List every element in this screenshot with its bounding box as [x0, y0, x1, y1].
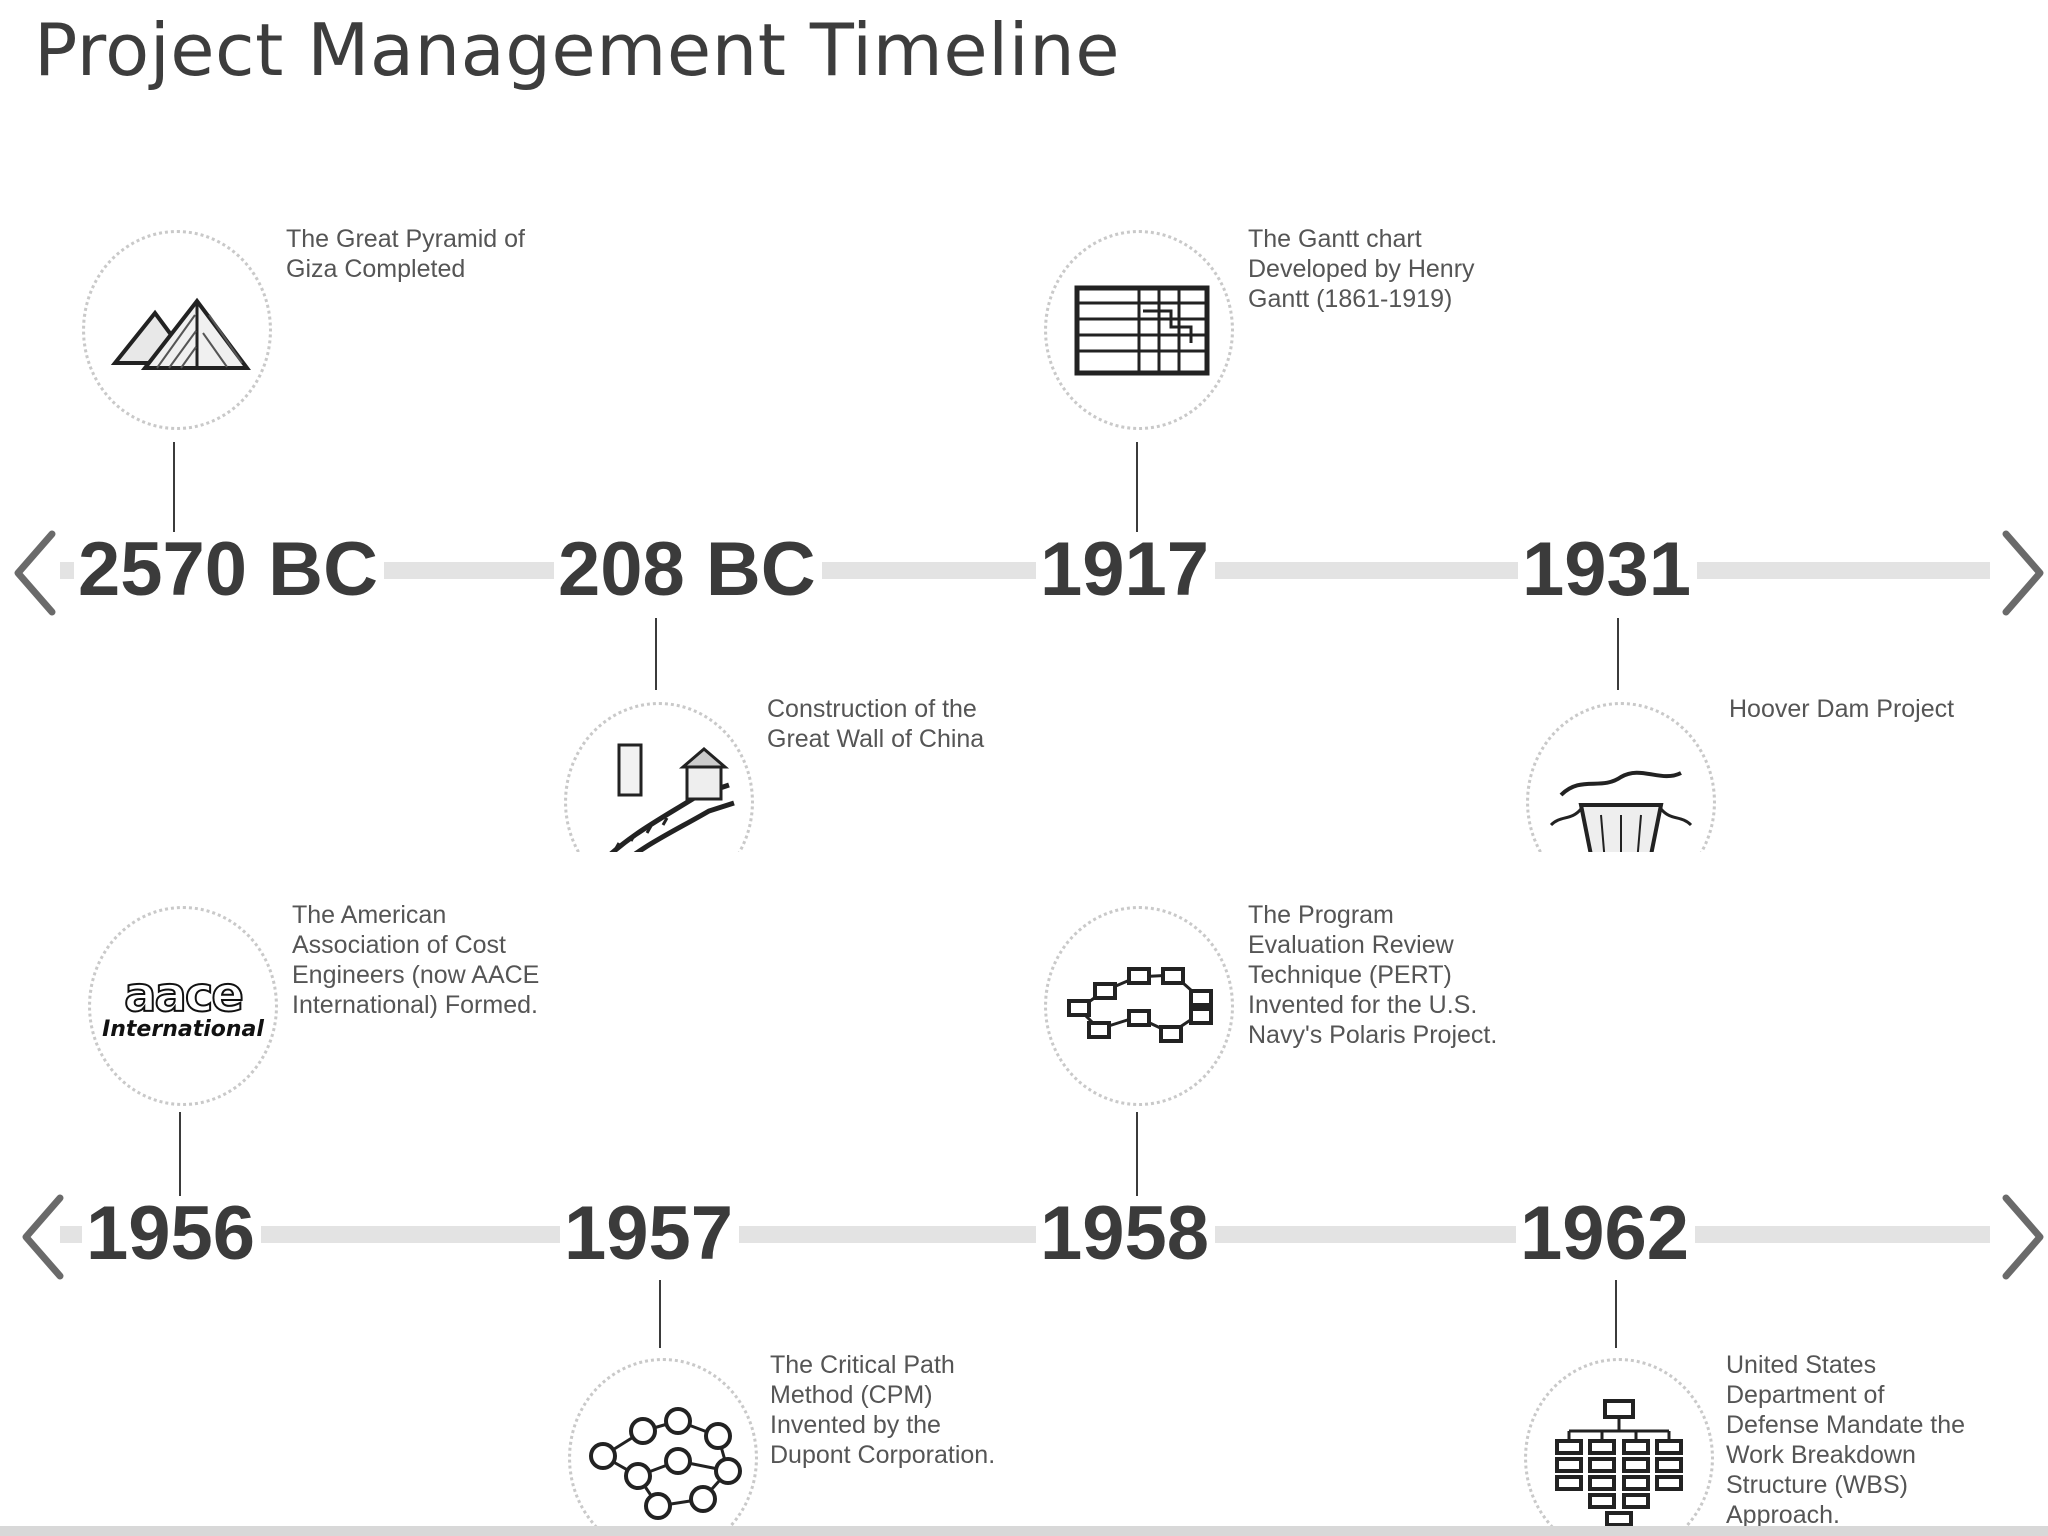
event-description: The Great Pyramid of Giza Completed	[286, 225, 525, 283]
event-description: The Critical Path Method (CPM) Invented …	[770, 1351, 996, 1469]
dam-icon	[1541, 725, 1701, 852]
event-year: 1957	[560, 1196, 740, 1272]
logo-text: aace	[123, 967, 245, 1023]
event-icon-circle	[1526, 702, 1716, 852]
event-connector	[659, 1280, 661, 1348]
event-icon-circle	[564, 702, 754, 852]
event-year: 1958	[1036, 1196, 1216, 1272]
event-year: 1956	[82, 1196, 262, 1272]
event-description: The American Association of Cost Enginee…	[292, 901, 540, 1019]
chevron-right-icon[interactable]	[1992, 1192, 2048, 1282]
event-connector	[1615, 1280, 1617, 1348]
event-connector	[173, 442, 175, 542]
event-description: The Program Evaluation Review Technique …	[1248, 901, 1498, 1049]
chevron-left-icon[interactable]	[14, 1192, 74, 1282]
event-description: The Gantt chart Developed by Henry Gantt…	[1248, 225, 1475, 313]
event-icon-circle	[82, 230, 272, 430]
great-wall-icon	[579, 725, 739, 852]
event-connector	[1136, 1112, 1138, 1206]
event-year: 1962	[1516, 1196, 1696, 1272]
event-year: 208 BC	[554, 532, 822, 608]
org-chart-icon	[1539, 1381, 1699, 1536]
event-icon-circle	[1524, 1358, 1714, 1536]
gantt-chart-icon	[1059, 253, 1219, 408]
timeline-row-2: aace International The American Associat…	[0, 890, 2048, 1536]
network-diagram-icon	[583, 1381, 743, 1536]
timeline-row-1: The Great Pyramid of Giza Completed 2570…	[0, 210, 2048, 852]
logo-text: International	[102, 1017, 264, 1042]
event-description: Hoover Dam Project	[1729, 695, 1955, 723]
event-year: 1917	[1036, 532, 1216, 608]
event-icon-circle: aace International	[88, 906, 278, 1106]
event-description: Construction of the Great Wall of China	[767, 695, 985, 753]
event-connector	[1617, 618, 1619, 690]
event-icon-circle	[1044, 906, 1234, 1106]
event-connector	[179, 1112, 181, 1206]
event-connector	[1136, 442, 1138, 542]
pert-chart-icon	[1059, 929, 1219, 1084]
bottom-scrollbar[interactable]	[0, 1526, 2048, 1536]
timeline-bar	[60, 562, 1990, 579]
page-title: Project Management Timeline	[34, 8, 1121, 92]
event-icon-circle	[1044, 230, 1234, 430]
pyramid-icon	[97, 253, 257, 408]
event-connector	[655, 618, 657, 690]
aace-logo-icon: aace International	[102, 967, 264, 1042]
event-year: 2570 BC	[74, 532, 384, 608]
event-year: 1931	[1518, 532, 1698, 608]
event-icon-circle	[568, 1358, 758, 1536]
chevron-left-icon[interactable]	[6, 528, 66, 618]
chevron-right-icon[interactable]	[1992, 528, 2048, 618]
event-description: United States Department of Defense Mand…	[1726, 1351, 1966, 1529]
timeline-bar	[60, 1226, 1990, 1243]
